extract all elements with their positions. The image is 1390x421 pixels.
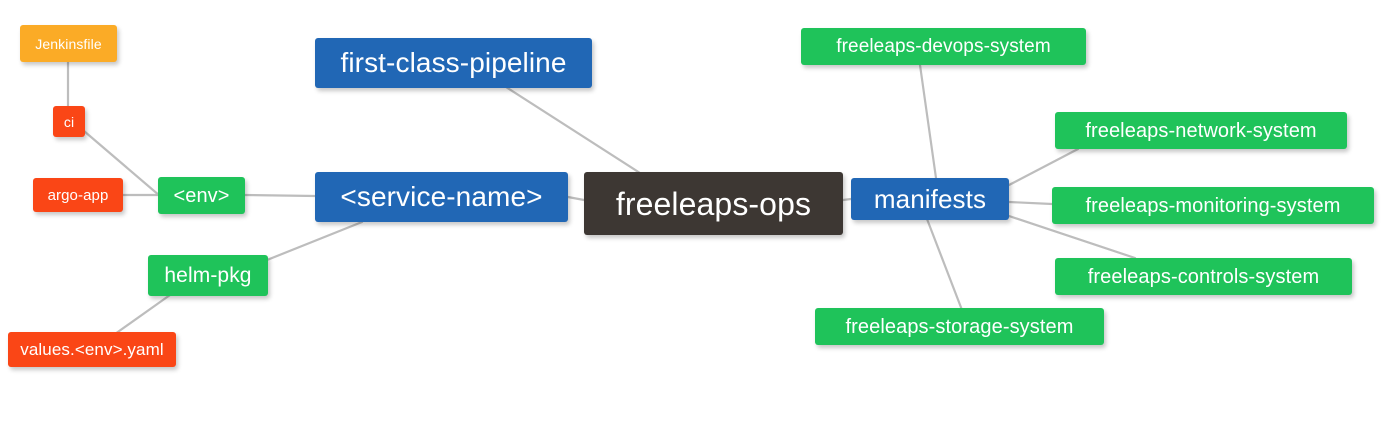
- node-helm-pkg[interactable]: helm-pkg: [148, 255, 268, 296]
- edge-helm-pkg-values-yaml: [113, 293, 172, 336]
- node-devops-system[interactable]: freeleaps-devops-system: [801, 28, 1086, 65]
- node-env[interactable]: <env>: [158, 177, 245, 214]
- node-monitoring-system[interactable]: freeleaps-monitoring-system: [1052, 187, 1374, 224]
- node-first-class-pipeline[interactable]: first-class-pipeline: [315, 38, 592, 88]
- edge-manifests-devops-system: [918, 63, 938, 180]
- node-storage-system[interactable]: freeleaps-storage-system: [815, 308, 1104, 345]
- node-network-system[interactable]: freeleaps-network-system: [1055, 112, 1347, 149]
- node-argo-app[interactable]: argo-app: [33, 178, 123, 212]
- node-label-env: <env>: [173, 184, 230, 207]
- node-label-argo-app: argo-app: [47, 186, 109, 204]
- node-ci[interactable]: ci: [53, 106, 85, 137]
- node-label-controls-system: freeleaps-controls-system: [1087, 265, 1320, 288]
- edge-root-manifests: [841, 197, 853, 202]
- node-label-root: freeleaps-ops: [615, 185, 812, 222]
- node-label-devops-system: freeleaps-devops-system: [836, 36, 1051, 57]
- node-label-storage-system: freeleaps-storage-system: [845, 315, 1074, 338]
- edge-service-name-env: [242, 193, 317, 198]
- node-values-yaml[interactable]: values.<env>.yaml: [8, 332, 176, 367]
- node-label-values-yaml: values.<env>.yaml: [20, 340, 164, 359]
- node-label-helm-pkg: helm-pkg: [164, 264, 252, 287]
- node-service-name[interactable]: <service-name>: [315, 172, 568, 222]
- edge-manifests-network-system: [1007, 147, 1080, 187]
- edge-root-first-class-pipeline: [504, 85, 642, 175]
- node-jenkinsfile[interactable]: Jenkinsfile: [20, 25, 117, 62]
- edge-root-service-name: [566, 195, 586, 202]
- node-controls-system[interactable]: freeleaps-controls-system: [1055, 258, 1352, 295]
- node-label-network-system: freeleaps-network-system: [1085, 119, 1317, 142]
- node-label-monitoring-system: freeleaps-monitoring-system: [1085, 194, 1341, 217]
- edge-manifests-monitoring-system: [1007, 200, 1054, 206]
- node-label-first-class-pipeline: first-class-pipeline: [340, 47, 567, 78]
- node-root-freeleaps-ops[interactable]: freeleaps-ops: [584, 172, 843, 235]
- edge-manifests-storage-system: [925, 217, 964, 312]
- node-manifests[interactable]: manifests: [851, 178, 1009, 220]
- node-label-ci: ci: [63, 113, 75, 130]
- edge-service-name-helm-pkg: [250, 220, 364, 268]
- node-label-manifests: manifests: [873, 184, 987, 214]
- node-label-jenkinsfile: Jenkinsfile: [35, 35, 102, 52]
- node-label-service-name: <service-name>: [340, 181, 543, 212]
